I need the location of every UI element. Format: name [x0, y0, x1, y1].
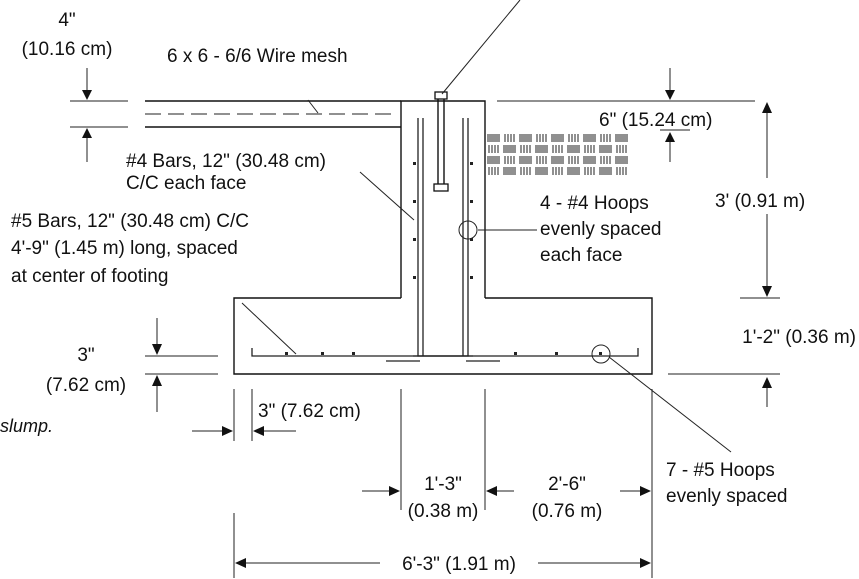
wall-height-label: 3' (0.91 m) — [715, 191, 805, 212]
leaders — [241, 99, 732, 453]
dim-wall-height — [740, 102, 780, 299]
bars4-label-line2: C/C each face — [126, 173, 246, 194]
dim-bottom-cover — [145, 318, 218, 412]
wall-width-m-label: (0.38 m) — [408, 501, 479, 522]
dim-footing-depth — [668, 373, 780, 407]
wall-width-ft-label: 1'-3" — [424, 474, 462, 495]
hoops4-label-line2: evenly spaced — [540, 219, 661, 240]
text-labels: 4" (10.16 cm) 6 x 6 - 6/6 Wire mesh 6" (… — [0, 10, 856, 575]
footing-bottom-bar — [251, 348, 639, 362]
wire-mesh-label: 6 x 6 - 6/6 Wire mesh — [167, 46, 348, 67]
slab-thickness-in-label: 4" — [58, 10, 75, 31]
footing-width-label: 6'-3" (1.91 m) — [402, 554, 516, 575]
anchor-bolt — [433, 0, 521, 192]
backfill-hatch — [487, 134, 628, 175]
hoops5-label-line2: evenly spaced — [666, 486, 787, 507]
hoops4-label-line3: each face — [540, 245, 622, 266]
cover-bottom-in-label: 3" — [77, 345, 94, 366]
footing-outline — [233, 297, 653, 375]
toe-width-m-label: (0.76 m) — [532, 501, 603, 522]
cover-side-label: 3" (7.62 cm) — [258, 401, 361, 422]
dim-slab-thickness — [70, 68, 128, 162]
bars4-label-line1: #4 Bars, 12" (30.48 cm) — [126, 151, 326, 172]
bars5-label-line1: #5 Bars, 12" (30.48 cm) C/C — [11, 211, 249, 232]
slab-thickness-cm-label: (10.16 cm) — [22, 39, 113, 60]
cover-bottom-cm-label: (7.62 cm) — [46, 375, 126, 396]
top-offset-label: 6" (15.24 cm) — [599, 110, 712, 131]
dim-side-cover — [192, 389, 296, 441]
stem-wall-outline — [400, 100, 486, 298]
hoops4-label-line1: 4 - #4 Hoops — [540, 193, 649, 214]
slump-fragment-label: slump. — [0, 416, 53, 436]
hoop-callout-circles — [458, 220, 611, 364]
dim-toe-width — [620, 486, 651, 496]
slab-lines — [145, 100, 401, 128]
footing-depth-label: 1'-2" (0.36 m) — [742, 327, 856, 348]
bars5-label-line2: 4'-9" (1.45 m) long, spaced — [11, 238, 238, 259]
hoop-bar-dots — [285, 162, 602, 355]
toe-width-ft-label: 2'-6" — [548, 474, 586, 495]
wall-vertical-bars — [413, 118, 473, 357]
dim-top-offset — [497, 68, 755, 162]
dim-footing-width — [233, 389, 653, 578]
dim-wall-width — [362, 389, 514, 510]
hoops5-label-line1: 7 - #5 Hoops — [666, 460, 775, 481]
bars5-label-line3: at center of footing — [11, 266, 168, 287]
